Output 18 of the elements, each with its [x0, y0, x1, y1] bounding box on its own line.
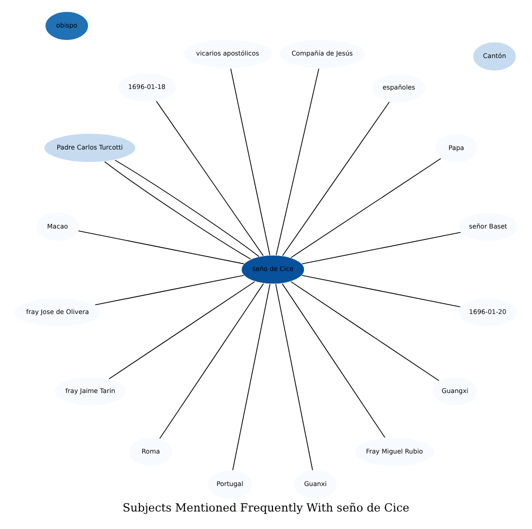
connector: [114, 160, 260, 257]
connector: [275, 284, 313, 471]
connector: [230, 68, 270, 256]
connector: [282, 283, 386, 438]
connector: [108, 281, 256, 380]
connector: [232, 284, 270, 471]
connector: [78, 230, 244, 264]
connector: [282, 102, 390, 256]
connector: [302, 232, 461, 264]
connector: [290, 281, 440, 382]
diagram-title: Subjects Mentioned Frequently With seño de Cice: [122, 501, 410, 514]
connector: [290, 158, 442, 258]
connector: [159, 283, 264, 439]
connector: [94, 274, 244, 306]
connector: [104, 161, 252, 260]
connector: [156, 100, 264, 256]
connector: [276, 68, 320, 256]
connector: [301, 274, 461, 308]
